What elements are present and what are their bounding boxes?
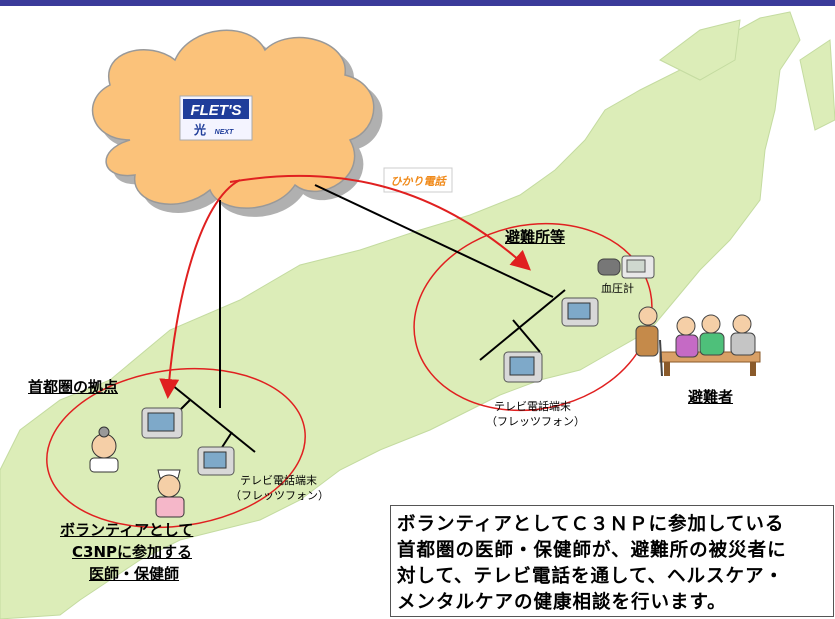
video-phone-icon [141, 407, 183, 439]
volunteer-label-line3: 医師・保健師 [89, 565, 180, 583]
evacuees-label: 避難者 [688, 388, 734, 406]
shelter-terminal-sub-label: （フレッツフォン） [486, 415, 585, 428]
blood-pressure-label: 血圧計 [601, 282, 634, 295]
shelter-terminal-label: テレビ電話端末 [494, 400, 571, 413]
hikari-denwa-label: ひかり電話 [391, 175, 448, 188]
evacuees-icon [635, 306, 761, 377]
doctor-icon [89, 426, 119, 473]
video-phone-icon [197, 446, 235, 476]
nurse-icon [155, 469, 185, 518]
hub-title: 首都圏の拠点 [28, 378, 119, 396]
description-line: 対して、テレビ電話を通して、ヘルスケア・ [397, 566, 785, 587]
volunteer-label-line1: ボランティアとして [60, 521, 194, 539]
video-phone-icon [561, 297, 599, 327]
hub-terminal-sub-label: （フレッツフォン） [230, 489, 329, 502]
flets-logo-kanji: 光 [193, 122, 206, 137]
header-bar [0, 0, 835, 6]
description-line: ボランティアとしてＣ３ＮＰに参加している [397, 514, 785, 535]
video-phone-icon [503, 351, 543, 383]
description-box: ボランティアとしてＣ３ＮＰに参加している 首都圏の医師・保健師が、避難所の被災者… [390, 505, 834, 617]
hub-ellipse [46, 367, 306, 529]
description-line: メンタルケアの健康相談を行います。 [397, 592, 727, 613]
description-line: 首都圏の医師・保健師が、避難所の被災者に [397, 540, 787, 561]
hikari-denwa-badge: ひかり電話 [383, 167, 453, 193]
hub-terminal-label: テレビ電話端末 [240, 474, 317, 487]
arrow-to-hub [159, 179, 241, 399]
volunteer-label-line2: C3NPに参加する [72, 543, 192, 561]
blood-pressure-meter-icon [597, 255, 655, 279]
flets-logo-sub: NEXT [215, 129, 234, 136]
flets-logo: FLET'S 光 NEXT [179, 95, 253, 141]
shelter-title: 避難所等 [505, 228, 566, 246]
arrow-to-shelter [229, 174, 531, 271]
shelter-ellipse [413, 222, 653, 412]
flets-logo-main: FLET'S [190, 102, 241, 119]
